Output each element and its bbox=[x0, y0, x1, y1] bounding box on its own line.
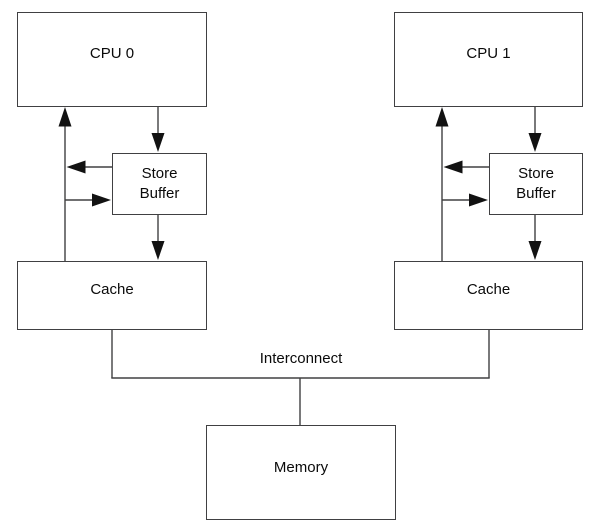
cache1-node: Cache bbox=[394, 261, 583, 330]
arrow-down-icon bbox=[528, 133, 542, 152]
arrow-right-icon bbox=[92, 193, 111, 207]
interconnect-bus bbox=[111, 330, 490, 425]
cache0-node: Cache bbox=[17, 261, 207, 330]
arrow-up-icon bbox=[58, 107, 72, 127]
edge-store-buffer1-to-path-left bbox=[443, 160, 489, 174]
cache1-label: Cache bbox=[466, 280, 511, 298]
arrow-left-icon bbox=[443, 160, 463, 174]
arrow-down-icon bbox=[151, 241, 165, 260]
edge-cache0-to-cpu0 bbox=[58, 107, 72, 261]
arrow-down-icon bbox=[151, 133, 165, 152]
edge-store-buffer1-to-cache1 bbox=[528, 215, 542, 260]
edge-cache1-to-cpu1 bbox=[435, 107, 449, 261]
edge-cpu1-to-store-buffer1 bbox=[528, 107, 542, 152]
edge-store-buffer0-to-path-left bbox=[66, 160, 112, 174]
memory-label: Memory bbox=[273, 459, 329, 477]
edge-store-buffer0-to-cache0 bbox=[151, 215, 165, 260]
arrow-up-icon bbox=[435, 107, 449, 127]
memory-node: Memory bbox=[206, 425, 396, 520]
edge-cpu0-to-store-buffer0 bbox=[151, 107, 165, 152]
store-buffer0-label: Store Buffer bbox=[139, 164, 180, 202]
store-buffer0-node: Store Buffer bbox=[112, 153, 207, 215]
arrow-right-icon bbox=[469, 193, 488, 207]
cpu1-node: CPU 1 bbox=[394, 12, 583, 107]
cpu1-label: CPU 1 bbox=[466, 44, 511, 62]
edge-path-to-store-buffer0-right bbox=[65, 193, 111, 207]
interconnect-label: Interconnect bbox=[259, 350, 343, 367]
edge-path-to-store-buffer1-right bbox=[442, 193, 488, 207]
cpu0-label: CPU 0 bbox=[89, 44, 135, 62]
cpu0-node: CPU 0 bbox=[17, 12, 207, 107]
arrow-down-icon bbox=[528, 241, 542, 260]
cache0-label: Cache bbox=[90, 280, 134, 298]
store-buffer1-node: Store Buffer bbox=[489, 153, 583, 215]
store-buffer1-label: Store Buffer bbox=[516, 164, 556, 202]
arrow-left-icon bbox=[66, 160, 86, 174]
